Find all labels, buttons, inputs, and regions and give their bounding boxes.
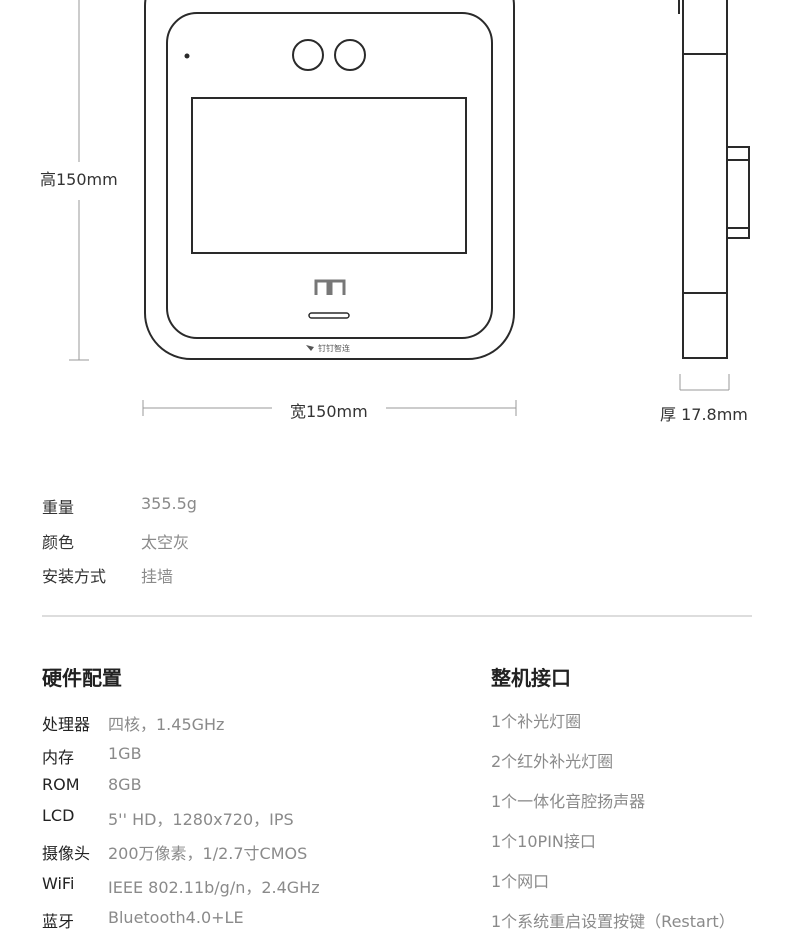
ports-section-title: 整机接口 xyxy=(491,666,571,690)
hardware-value: Bluetooth4.0+LE xyxy=(108,908,244,927)
height-label: 高150mm xyxy=(40,170,118,189)
port-item: 1个补光灯圈 xyxy=(491,712,582,731)
width-label: 宽150mm xyxy=(290,402,368,421)
hardware-value: IEEE 802.11b/g/n，2.4GHz xyxy=(108,878,320,897)
spec-value-mounting: 挂墙 xyxy=(141,567,174,586)
hardware-key: 处理器 xyxy=(42,715,91,734)
hardware-key: LCD xyxy=(42,806,75,825)
product-dimension-diagram xyxy=(69,0,750,416)
hardware-value: 8GB xyxy=(108,775,142,794)
spec-value-weight: 355.5g xyxy=(141,494,197,513)
port-item: 1个系统重启设置按键（Restart） xyxy=(491,912,735,931)
hardware-value: 四核，1.45GHz xyxy=(108,715,225,734)
width-dimension-line xyxy=(142,400,517,416)
hardware-key: 蓝牙 xyxy=(42,912,75,931)
depth-label: 厚 17.8mm xyxy=(660,405,748,424)
hardware-value: 5'' HD，1280x720，IPS xyxy=(108,810,294,829)
hardware-value: 1GB xyxy=(108,744,142,763)
spec-key-color: 颜色 xyxy=(42,533,75,552)
brand-logo-icon xyxy=(314,279,346,295)
device-side-view xyxy=(678,0,750,359)
port-item: 1个网口 xyxy=(491,872,550,891)
port-item: 1个10PIN接口 xyxy=(491,832,596,851)
section-divider xyxy=(42,615,752,617)
hardware-value: 200万像素，1/2.7寸CMOS xyxy=(108,844,308,863)
hardware-key: WiFi xyxy=(42,874,75,893)
hardware-key: 内存 xyxy=(42,748,75,767)
hardware-key: 摄像头 xyxy=(42,844,91,863)
dingtalk-logo-icon xyxy=(306,345,314,351)
camera-right xyxy=(334,39,366,71)
height-dimension-line xyxy=(69,0,89,361)
port-item: 1个一体化音腔扬声器 xyxy=(491,792,646,811)
camera-left xyxy=(292,39,324,71)
hardware-key: ROM xyxy=(42,775,80,794)
port-item: 2个红外补光灯圈 xyxy=(491,752,614,771)
depth-dimension-line xyxy=(679,374,730,391)
spec-key-weight: 重量 xyxy=(42,498,75,517)
device-logo-text: 钉钉智连 xyxy=(318,344,350,353)
home-bar xyxy=(308,312,350,319)
indicator-dot xyxy=(184,53,190,59)
device-screen xyxy=(191,97,467,254)
hardware-section-title: 硬件配置 xyxy=(42,666,122,690)
spec-value-color: 太空灰 xyxy=(141,533,190,552)
spec-key-mounting: 安装方式 xyxy=(42,567,107,586)
